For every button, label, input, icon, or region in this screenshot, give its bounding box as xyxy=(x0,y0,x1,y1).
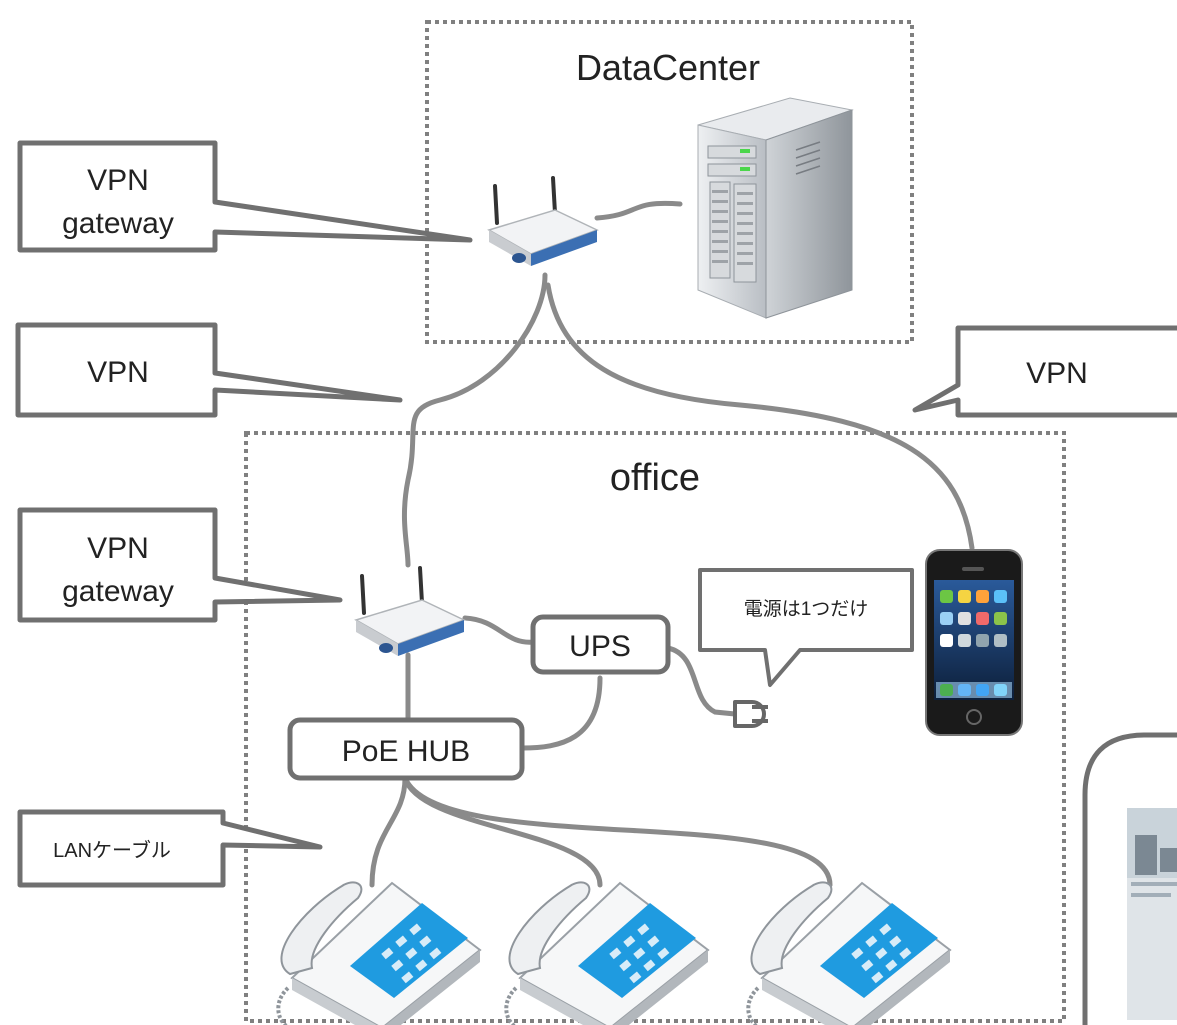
cables xyxy=(369,200,975,888)
ups-box: UPS xyxy=(530,614,671,675)
cable-hub-phone-1 xyxy=(369,775,408,888)
ip-phone-icon xyxy=(504,881,710,1025)
datacenter-zone: DataCenter xyxy=(425,20,914,344)
cable-vpn-smartphone xyxy=(545,282,975,551)
callout-power-note: 電源は1つだけ xyxy=(698,568,914,687)
cropped-side-panel xyxy=(1082,732,1177,1025)
callout-vpn-right: VPN xyxy=(912,325,1177,418)
datacenter-title: DataCenter xyxy=(576,47,760,88)
cable-hub-phone-3 xyxy=(402,775,833,888)
power-plug-icon xyxy=(733,700,768,728)
router-icon xyxy=(487,176,599,266)
callout-label: VPN xyxy=(87,356,149,389)
callout-label: gateway xyxy=(62,207,174,240)
cable-vpn-office-router xyxy=(401,272,548,568)
callout-label: VPN xyxy=(87,164,149,197)
callout-vpn-left: VPN xyxy=(15,322,403,418)
callout-label: VPN xyxy=(1026,357,1088,390)
cable-router-ups xyxy=(462,615,537,645)
poe-hub-box: PoE HUB xyxy=(287,717,525,781)
callout-vpn-gateway-top: VPN gateway xyxy=(17,140,473,253)
callout-vpn-gateway-office: VPN gateway xyxy=(17,507,343,623)
poe-hub-label: PoE HUB xyxy=(342,735,470,768)
cable-ups-hub xyxy=(519,675,603,751)
cable-hub-phone-2 xyxy=(402,775,603,888)
router-icon xyxy=(354,566,466,656)
callout-lan-cable: LANケーブル xyxy=(17,809,323,888)
callout-label: gateway xyxy=(62,575,174,608)
ip-phone-icon xyxy=(746,881,952,1025)
callout-label: 電源は1つだけ xyxy=(744,598,869,620)
cable-ups-plug xyxy=(665,645,738,717)
callout-label: LANケーブル xyxy=(53,838,171,862)
cable-router-server xyxy=(594,200,683,221)
office-zone: office xyxy=(244,431,1066,1023)
office-title: office xyxy=(610,457,700,499)
ip-phone-icon xyxy=(276,881,482,1025)
ups-label: UPS xyxy=(569,630,631,663)
callout-label: VPN xyxy=(87,532,149,565)
smartphone-icon xyxy=(925,549,1023,736)
server-icon xyxy=(697,97,854,319)
